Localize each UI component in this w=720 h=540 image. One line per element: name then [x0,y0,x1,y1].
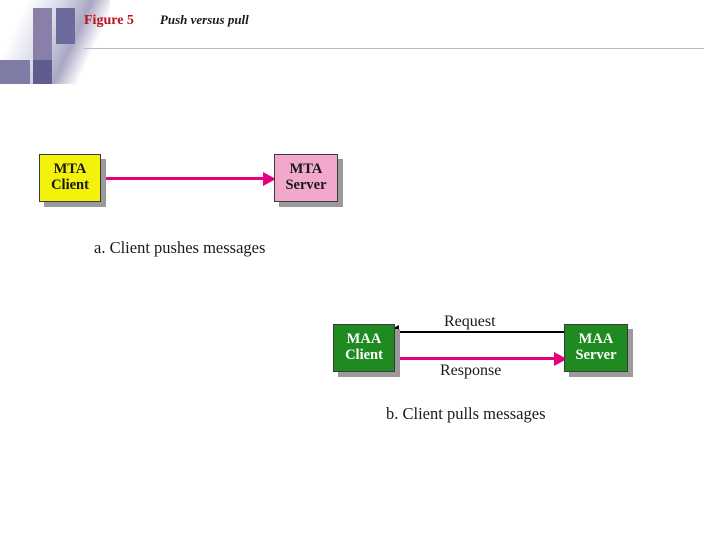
mta-client-box: MTA Client [39,154,101,202]
maa-client-line2: Client [345,347,383,363]
decorative-corner-graphic [0,0,110,84]
push-arrow-line [105,177,265,180]
mta-server-box: MTA Server [274,154,338,202]
request-arrow-line [398,331,564,333]
figure-number-label: Figure 5 [84,13,134,28]
header-divider [84,48,704,49]
response-arrow-line [396,357,556,360]
response-arrow-head-icon [554,351,567,366]
maa-client-line1: MAA [346,331,382,348]
decorative-square-1 [33,8,52,60]
diagram-a-caption: a. Client pushes messages [94,238,266,257]
figure-title: Push versus pull [159,12,249,27]
response-label: Response [440,362,502,379]
maa-server-line1: MAA [578,331,614,348]
push-arrow-head-icon [263,171,276,186]
maa-server-box: MAA Server [564,324,628,372]
diagram-b-caption: b. Client pulls messages [386,404,546,423]
maa-client-box: MAA Client [333,324,395,372]
figure-header: Figure 5 Push versus pull [84,11,249,29]
request-label: Request [444,313,496,330]
mta-server-line1: MTA [289,161,323,178]
mta-client-line1: MTA [53,161,87,178]
maa-server-line2: Server [575,347,617,363]
mta-client-line2: Client [51,177,89,193]
decorative-square-2 [56,8,75,44]
decorative-square-3 [0,60,30,84]
decorative-square-4 [33,60,52,84]
mta-server-line2: Server [285,177,327,193]
